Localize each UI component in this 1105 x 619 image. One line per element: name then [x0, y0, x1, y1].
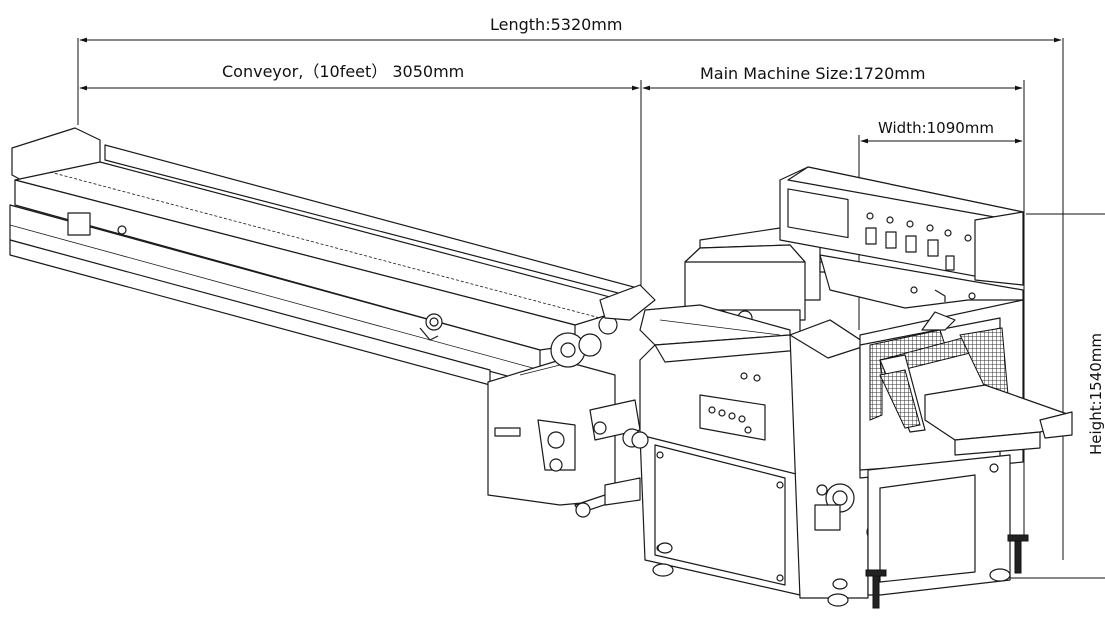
length-dimension: Length:5320mm	[77, 15, 1064, 560]
height-dimension: Height:1540mm	[1005, 213, 1105, 579]
width-label: Width:1090mm	[878, 119, 994, 137]
leveling-feet	[652, 534, 1029, 609]
height-label: Height:1540mm	[1087, 333, 1105, 455]
conveyor-dimension: Conveyor,（10feet） 3050mm	[79, 62, 642, 290]
main-machine-label: Main Machine Size:1720mm	[700, 64, 925, 83]
main-machine-dimension: Main Machine Size:1720mm	[642, 64, 1025, 540]
control-panel-switches	[865, 212, 972, 271]
conveyor-label: Conveyor,（10feet） 3050mm	[222, 62, 464, 81]
main-machine	[631, 166, 1073, 609]
length-label: Length:5320mm	[490, 15, 622, 34]
conveyor	[9, 127, 656, 518]
